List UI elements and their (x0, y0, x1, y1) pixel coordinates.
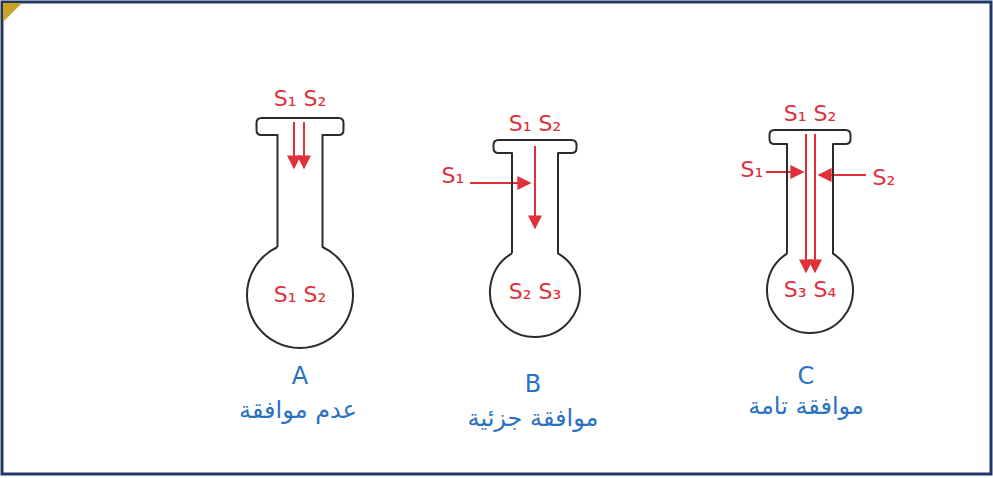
content-label: S₁ S₂ (274, 283, 327, 307)
arrow (534, 146, 536, 228)
arrow (814, 134, 816, 272)
flask-outline (767, 130, 853, 333)
flask-outline (750, 92, 870, 342)
input-label: S₁ (442, 164, 465, 188)
caption: موافقة جزئية (468, 405, 599, 431)
arrow (805, 134, 807, 272)
panel-letter: B (525, 371, 541, 397)
arrow (766, 171, 803, 173)
flask: S₁ S₂ S₁ S₂ (235, 85, 365, 355)
arrow (819, 174, 866, 176)
panel-letter: A (292, 363, 308, 389)
arrow (303, 122, 305, 168)
input-label: S₁ S₂ (274, 87, 327, 111)
flask-outline (475, 100, 595, 345)
input-label: S₁ (741, 158, 764, 182)
content-label: S₂ S₃ (509, 280, 562, 304)
arrow (470, 182, 530, 184)
flask-outline (235, 85, 365, 355)
panel-letter: C (798, 363, 815, 389)
caption: عدم موافقة (239, 397, 357, 423)
flask-outline (247, 118, 353, 348)
caption: موافقة تامة (748, 393, 864, 419)
content-label: S₃ S₄ (784, 278, 837, 302)
input-label: S₁ S₂ (784, 102, 837, 126)
flask: S₁ S₂ S₃ S₄ (750, 92, 870, 342)
flask: S₁ S₂ S₂ S₃ (475, 100, 595, 345)
flask-outline (490, 140, 580, 337)
input-label: S₁ S₂ (509, 112, 562, 136)
input-label: S₂ (873, 166, 896, 190)
corner-mark (3, 3, 22, 22)
arrow (293, 122, 295, 168)
